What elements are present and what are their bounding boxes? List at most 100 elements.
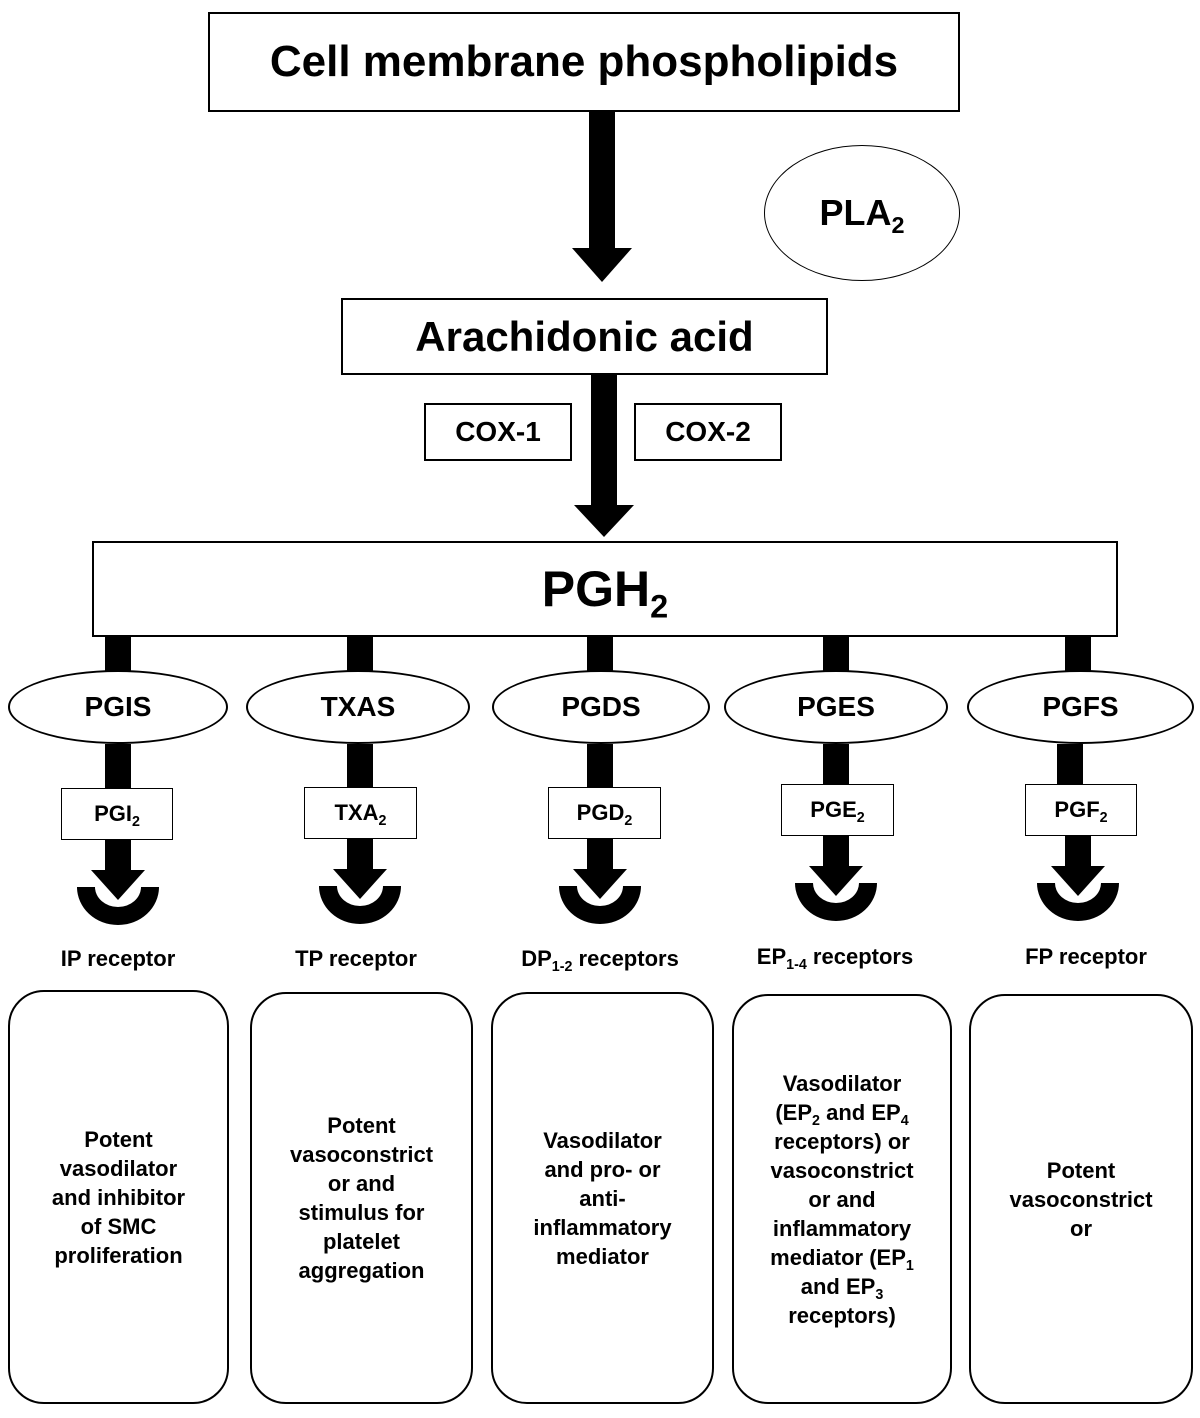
arrow-phospholipids-to-aa [572,112,632,282]
txa2-box: TXA2 [304,787,417,839]
pges-label: PGES [797,691,875,722]
pgf2-box: PGF2 [1025,784,1137,836]
pgi2-subscript: 2 [131,814,140,830]
pge2-effect-panel: Vasodilator (EP2 and EP4 receptors) or v… [732,994,952,1404]
pge2-effect-text: (EP [775,1099,813,1125]
arachidonic-acid-box: Arachidonic acid [341,298,828,375]
pgf2-label: PGF [1054,797,1100,822]
dp-receptor-icon [559,886,641,924]
cox-2-label: COX-2 [665,416,751,447]
pge2-effect-line: and EP3 [770,1272,914,1303]
pgi2-effect-line: vasodilator [59,1155,178,1181]
pgd2-effect-line: inflammatory [533,1214,672,1240]
cox-2-box: COX-2 [634,403,782,461]
pgd2-effect-panel: Vasodilator and pro- or anti- inflammato… [491,992,714,1404]
pge2-effect-subscript: 1 [905,1257,914,1274]
arrow-pgd2-to-dp-receptors [573,839,627,899]
pge2-effect-text: and EP [800,1273,876,1299]
pge2-effect-line: (EP2 and EP4 [770,1098,914,1129]
pgi2-effect-line: of SMC [80,1213,157,1239]
connector-pgfs-to-pgf2 [1057,744,1083,784]
pgi2-effect-line: Potent [84,1126,153,1152]
dp-receptors-base: DP [521,946,552,971]
pgfs-enzyme: PGFS [967,670,1194,744]
txas-label: TXAS [320,691,396,722]
pge2-effect-line: Vasodilator [782,1070,902,1096]
pgds-label: PGDS [561,691,641,722]
pges-enzyme: PGES [724,670,948,744]
txa2-effect-line: platelet [322,1229,401,1254]
dp-receptors-subscript: 1-2 [551,959,573,975]
txa2-effect-line: aggregation [298,1258,425,1283]
pge2-effect-subscript: 4 [900,1112,909,1129]
txas-enzyme: TXAS [246,670,470,744]
pgf2-effect-line: Potent [1046,1157,1116,1183]
pgf2-effect-line: or [1070,1215,1092,1241]
pgd2-effect-line: and pro- or [544,1156,661,1182]
pge2-effect-text: and EP [820,1099,901,1125]
pge2-effect-line: receptors) [788,1302,896,1328]
dp-receptors-label: DP1-2 receptors [490,946,710,975]
txa2-effect-line: vasoconstrict [289,1142,434,1167]
connector-pgh2-to-pges [823,637,849,671]
connector-pgis-to-pgi2 [105,744,131,788]
pgi2-label: PGI [94,801,132,826]
pgh2-label: PGH [541,561,651,617]
pgf2-effect-line: vasoconstrict [1009,1186,1153,1212]
fp-receptor-label: FP receptor [1025,944,1147,969]
pgi2-effect-line: proliferation [54,1242,183,1268]
ep-receptors-base: EP [756,944,787,969]
pgd2-effect-line: anti- [579,1185,626,1211]
pgi2-effect-panel: Potent vasodilator and inhibitor of SMC … [8,990,229,1404]
cell-membrane-phospholipids-label: Cell membrane phospholipids [269,37,899,86]
ip-receptor-label: IP receptor [60,946,176,971]
pgd2-effect-line: mediator [556,1243,649,1269]
cell-membrane-phospholipids-box: Cell membrane phospholipids [208,12,960,112]
fp-receptor-icon [1037,883,1119,921]
txa2-effect-line: Potent [327,1113,396,1138]
pgd2-subscript: 2 [624,813,633,829]
pge2-subscript: 2 [856,810,865,826]
pgf2-effect-panel: Potent vasoconstrict or [969,994,1193,1404]
txa2-effect-line: stimulus for [298,1200,425,1225]
ep-receptor-icon [795,883,877,921]
connector-pgds-to-pgd2 [587,744,613,787]
pgf2-subscript: 2 [1099,810,1108,826]
connector-pgh2-to-txas [347,637,373,671]
txa2-label: TXA [334,800,379,825]
arrow-pgi2-to-ip-receptor [91,840,145,900]
pgh2-box: PGH2 [92,541,1118,637]
arrow-txa2-to-tp-receptor [333,839,387,899]
tp-receptor-label: TP receptor [295,946,417,971]
pge2-effect-line: mediator (EP1 [770,1243,914,1274]
tp-receptor-icon [319,886,401,924]
ep-receptors-label: EP1-4 receptors [725,944,945,973]
pgfs-label: PGFS [1042,691,1119,722]
pgi2-effect-line: and inhibitor [51,1184,186,1210]
cox-1-label: COX-1 [455,416,541,447]
pge2-effect-subscript: 3 [875,1286,884,1303]
pge2-effect-line: vasoconstrict [770,1157,914,1183]
ep-receptors-rest: receptors [806,944,914,969]
cox-1-box: COX-1 [424,403,572,461]
connector-pgh2-to-pgfs [1065,637,1091,671]
pgd2-effect-line: Vasodilator [543,1127,662,1153]
pge2-effect-line: receptors) or [774,1128,910,1154]
pgis-enzyme: PGIS [8,670,228,744]
connector-pgh2-to-pgis [105,637,131,671]
ep-receptors-subscript: 1-4 [786,957,807,973]
pge2-label: PGE [810,797,857,822]
ip-receptor-icon [77,887,159,925]
pgd2-label: PGD [576,800,625,825]
pgi2-box: PGI2 [61,788,173,840]
txa2-subscript: 2 [378,813,387,829]
arrow-pge2-to-ep-receptors [809,836,863,896]
connector-txas-to-txa2 [347,744,373,787]
dp-receptors-rest: receptors [572,946,679,971]
pge2-effect-line: inflammatory [772,1215,912,1241]
pge2-box: PGE2 [781,784,894,836]
arrow-aa-to-pgh2 [574,375,634,537]
arachidonic-acid-label: Arachidonic acid [415,312,754,360]
pge2-effect-subscript: 2 [812,1112,820,1129]
pla2-subscript: 2 [891,212,905,239]
